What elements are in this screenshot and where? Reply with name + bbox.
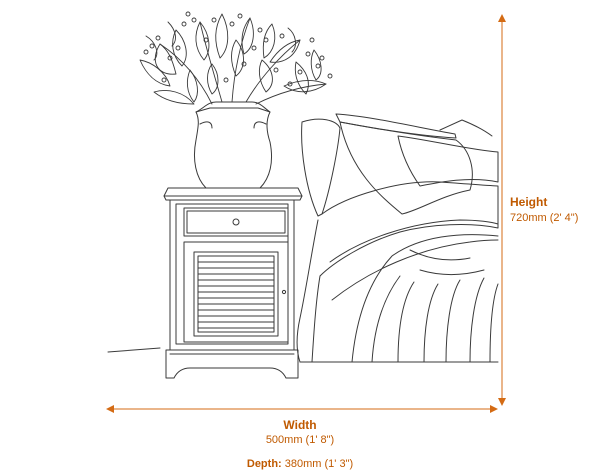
depth-label: Depth: [246, 458, 282, 470]
width-dimension-line [106, 405, 498, 413]
flower-buds [143, 11, 333, 87]
floor-line [107, 347, 313, 363]
nightstand-illustration [163, 187, 303, 379]
flowers-illustration [139, 11, 333, 105]
bed-illustration [296, 113, 499, 363]
depth-dimension: Depth: 380mm (1' 3") [0, 458, 600, 470]
height-label: Height [510, 195, 548, 209]
width-value: 500mm (1' 8") [265, 434, 335, 446]
depth-value: 380mm (1' 3") [284, 458, 354, 470]
height-value: 720mm (2' 4") [510, 212, 579, 224]
width-label: Width [283, 418, 317, 432]
height-dimension-line [498, 14, 506, 406]
louvres [197, 261, 275, 329]
vase-illustration [193, 101, 273, 189]
